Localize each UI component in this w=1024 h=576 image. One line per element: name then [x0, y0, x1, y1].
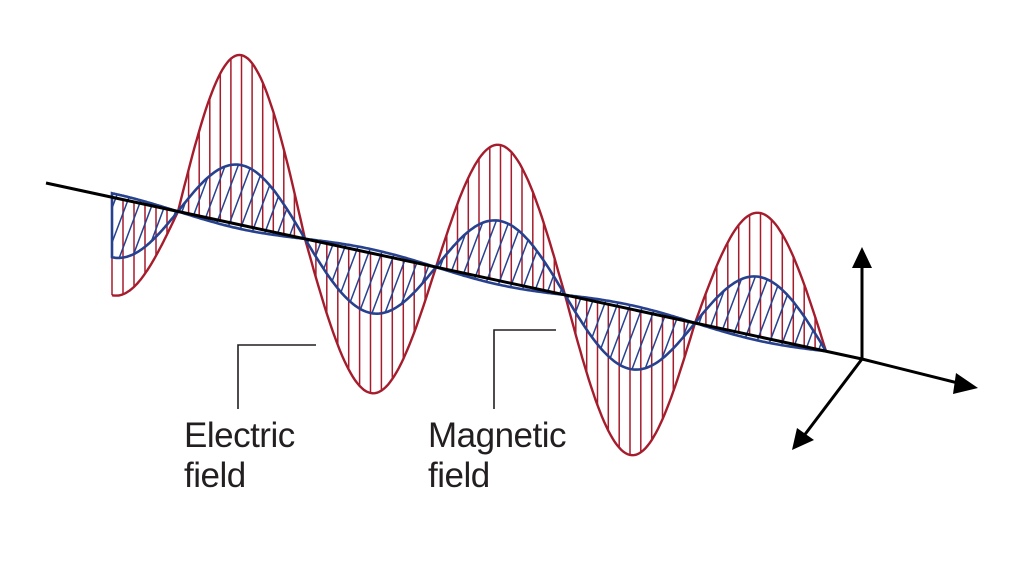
magnetic-field-hatch: [695, 276, 756, 352]
magnetic-field-hatch: [249, 164, 305, 239]
electric-field-lobe: [563, 294, 697, 457]
electric-field-curve: [111, 210, 180, 297]
electric-field-curve: [176, 53, 307, 240]
axis-propagation-arrowhead: [953, 373, 978, 394]
electric-field-leader-line: [237, 344, 316, 409]
electric-field-lobe: [303, 238, 438, 395]
axis-depth-arrow: [801, 358, 864, 438]
magnetic-field-hatch: [636, 294, 695, 370]
magnetic-field-hatch: [437, 187, 497, 347]
axis-propagation-arrow: [861, 357, 963, 386]
electric-field-curve: [693, 211, 828, 352]
electric-field-lobe: [434, 143, 567, 296]
magnetic-field-hatch: [565, 294, 614, 370]
electric-field-curve: [563, 294, 697, 457]
magnetic-field-hatch: [447, 220, 509, 295]
electric-field-curve: [434, 143, 567, 296]
coordinate-axes: [792, 247, 978, 450]
magnetic-field-hatch: [459, 220, 521, 295]
magnetic-field-hatch: [565, 294, 578, 365]
magnetic-field-hatch: [827, 271, 887, 431]
magnetic-field-label-line1: Magnetic: [428, 416, 567, 455]
electric-field-wave: [111, 53, 828, 457]
electric-field-lobe: [693, 211, 828, 352]
magnetic-field-wave: [110, 163, 887, 431]
magnetic-field-label-line2: field: [428, 456, 490, 495]
magnetic-field-hatch: [684, 294, 695, 370]
magnetic-field-hatch: [112, 193, 149, 258]
electric-field-label-line2: field: [184, 456, 246, 495]
magnetic-field-hatch: [778, 276, 826, 352]
electric-field-lobe: [176, 53, 307, 240]
electric-field-label-line1: Electric: [184, 416, 295, 455]
magnetic-field-hatch: [213, 164, 275, 239]
magnetic-field-hatch: [178, 164, 227, 239]
magnetic-field-hatch: [178, 164, 179, 239]
magnetic-field-hatch: [519, 220, 565, 295]
magnetic-field-hatch: [695, 276, 744, 352]
magnetic-field-hatch: [471, 220, 533, 295]
magnetic-field-hatch: [112, 193, 125, 258]
axis-depth-arrowhead: [792, 428, 814, 450]
magnetic-field-hatch: [612, 294, 674, 370]
magnetic-field-hatch: [495, 220, 557, 295]
magnetic-field-hatch: [706, 276, 768, 352]
magnetic-field-hatch: [436, 220, 485, 295]
magnetic-field-hatch: [695, 276, 732, 352]
magnetic-field-label: Magnetic field: [428, 416, 567, 496]
magnetic-field-hatch: [112, 193, 137, 258]
magnetic-field-hatch: [112, 193, 173, 258]
magnetic-field-hatch: [436, 220, 473, 295]
magnetic-field-hatch: [543, 220, 565, 295]
magnetic-field-hatch: [178, 164, 239, 239]
magnetic-field-hatch: [112, 193, 161, 258]
magnetic-field-hatch: [718, 276, 780, 352]
magnetic-field-hatch: [802, 276, 826, 352]
magnetic-field-hatch: [565, 294, 602, 370]
propagation-axis: [45, 181, 863, 361]
magnetic-field-hatch: [189, 164, 251, 239]
magnetic-field-hatch: [112, 193, 113, 258]
magnetic-field-hatch: [376, 238, 436, 314]
electric-field-curve: [303, 238, 438, 395]
magnetic-field-hatch: [201, 164, 263, 239]
magnetic-field-hatch: [171, 193, 178, 258]
axis-vertical-arrowhead: [852, 247, 872, 268]
electric-field-label: Electric field: [184, 416, 295, 496]
magnetic-field-leader-line: [493, 329, 556, 409]
magnetic-field-lobe: [110, 191, 181, 260]
magnetic-field-hatch: [178, 164, 215, 239]
magnetic-field-hatch: [261, 164, 305, 239]
magnetic-field-hatch: [695, 276, 696, 352]
magnetic-field-hatch: [436, 220, 437, 295]
magnetic-field-hatch: [436, 220, 497, 295]
magnetic-field-hatch: [754, 276, 816, 352]
